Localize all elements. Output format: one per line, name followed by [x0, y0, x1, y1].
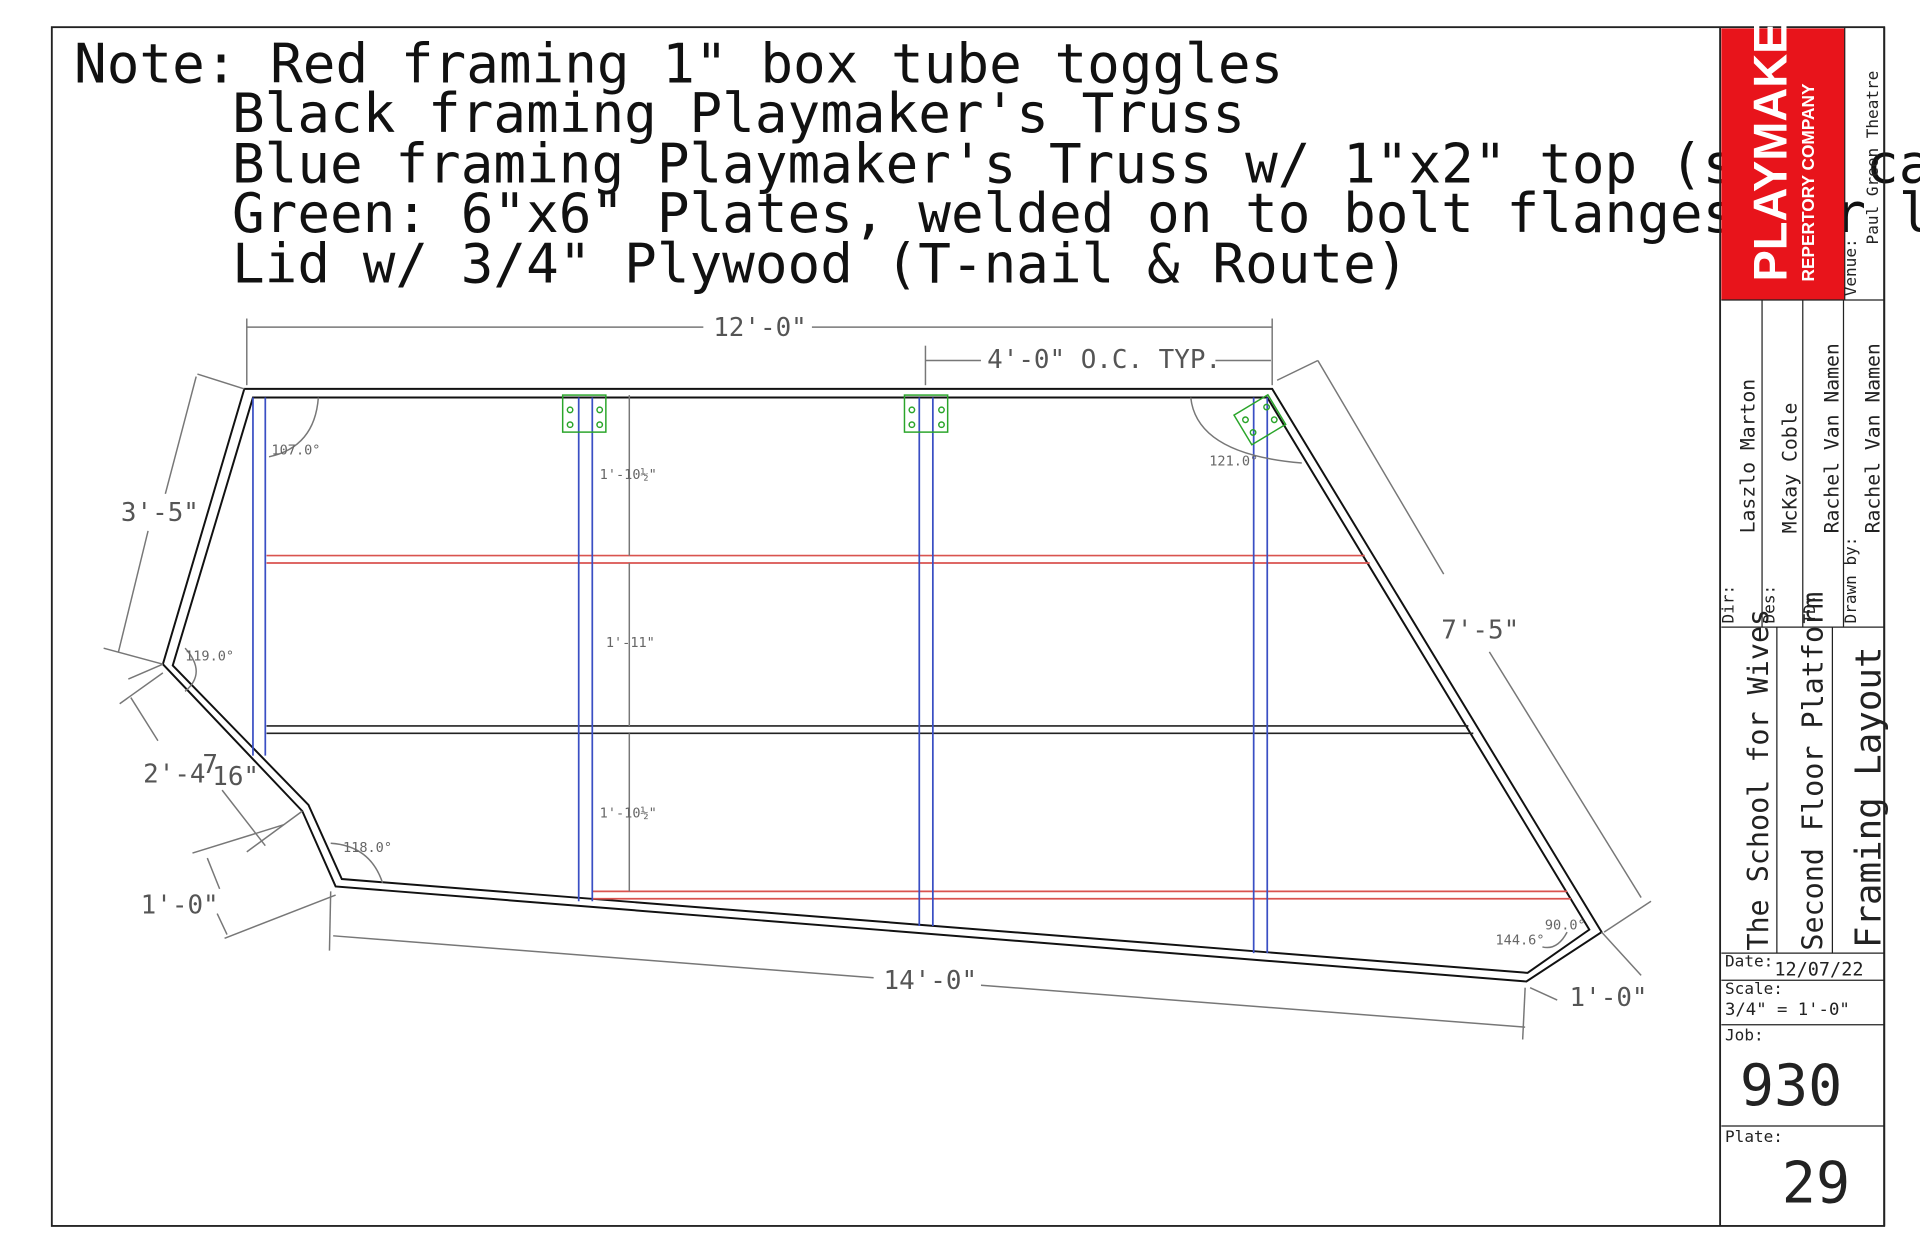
show-title: The School for Wives — [1742, 609, 1775, 951]
scale-label: Scale: — [1725, 979, 1783, 998]
sheet-title: Framing Layout — [1849, 646, 1890, 948]
note-line-5: Lid w/ 3/4" Plywood (T-nail & Route) — [232, 233, 1409, 296]
logo-main: PLAYMAKERS — [1745, 0, 1797, 281]
angle-bottom-right-a: 90.0° — [1545, 918, 1586, 934]
platform-outline — [161, 387, 1603, 983]
dimension-labels: 12'-0" 4'-0" O.C. TYP. 3'-5" 2'-4 7 16" … — [121, 313, 1648, 1013]
note-line-3: Blue framing Playmaker's Truss w/ 1"x2" … — [232, 133, 1920, 196]
dim-lower-left: 1'-0" — [141, 891, 219, 921]
angle-top-left: 107.0° — [271, 442, 320, 458]
dim-bay-3: 1'-10½" — [600, 805, 657, 821]
playmakers-logo — [1721, 28, 1845, 301]
angle-top-right: 121.0° — [1209, 453, 1258, 469]
dim-spacing: 4'-0" O.C. TYP. — [987, 345, 1221, 375]
dim-bay-1: 1'-10½" — [600, 467, 657, 483]
dim-mid-left-frac-den: 16" — [212, 762, 259, 792]
date-value: 12/07/22 — [1774, 959, 1863, 980]
dim-right-side: 7'-5" — [1441, 615, 1519, 645]
drawn-name: Rachel Van Namen — [1861, 343, 1884, 533]
logo-sub: REPERTORY COMPANY — [1798, 83, 1818, 281]
dim-mid-left: 2'-4 — [143, 760, 205, 790]
job-label: Job: — [1725, 1026, 1764, 1045]
dimension-lines — [103, 318, 1652, 1040]
job-number: 930 — [1740, 1053, 1843, 1119]
note-line-4: Green: 6"x6" Plates, welded on to bolt f… — [232, 182, 1920, 245]
dim-bay-2: 1'-11" — [606, 635, 655, 651]
des-name: McKay Coble — [1779, 403, 1802, 534]
date-label: Date: — [1725, 952, 1773, 971]
dim-mid-left-frac-num: 7 — [202, 750, 218, 780]
angle-lower-left: 118.0° — [343, 840, 392, 856]
dim-bottom-width: 14'-0" — [883, 966, 977, 996]
angle-left-mid: 119.0° — [185, 649, 234, 665]
green-plates — [561, 393, 1287, 446]
des-label: Des: — [1759, 585, 1778, 624]
venue-label: Venue: — [1841, 238, 1860, 296]
blue-truss — [252, 397, 1269, 954]
dir-name: Laszlo Marton — [1737, 379, 1760, 534]
note-line-2: Black framing Playmaker's Truss — [232, 82, 1245, 145]
td-name: Rachel Van Namen — [1821, 343, 1844, 533]
title-block: PLAYMAKERS REPERTORY COMPANY Venue: Paul… — [1719, 0, 1890, 1226]
scale-value: 3/4" = 1'-0" — [1725, 1000, 1850, 1020]
dim-top-width: 12'-0" — [713, 313, 807, 343]
dir-label: Dir: — [1719, 585, 1738, 624]
venue: Paul Green Theatre — [1863, 71, 1882, 245]
plate-number: 29 — [1782, 1150, 1850, 1216]
drawn-label: Drawn by: — [1841, 537, 1860, 624]
item-title: Second Floor Platform — [1797, 592, 1830, 951]
black-truss — [266, 725, 1474, 735]
angle-bottom-right-b: 144.6° — [1496, 932, 1545, 948]
red-toggles — [266, 554, 1571, 900]
dim-bottom-right: 1'-0" — [1570, 983, 1648, 1013]
note-line-1: Note: Red framing 1" box tube toggles — [74, 33, 1283, 96]
notes-block: Note: Red framing 1" box tube toggles Bl… — [74, 33, 1920, 296]
plate-label: Plate: — [1725, 1127, 1783, 1146]
dim-upper-left: 3'-5" — [121, 498, 199, 528]
td-label: TD: — [1800, 594, 1819, 623]
